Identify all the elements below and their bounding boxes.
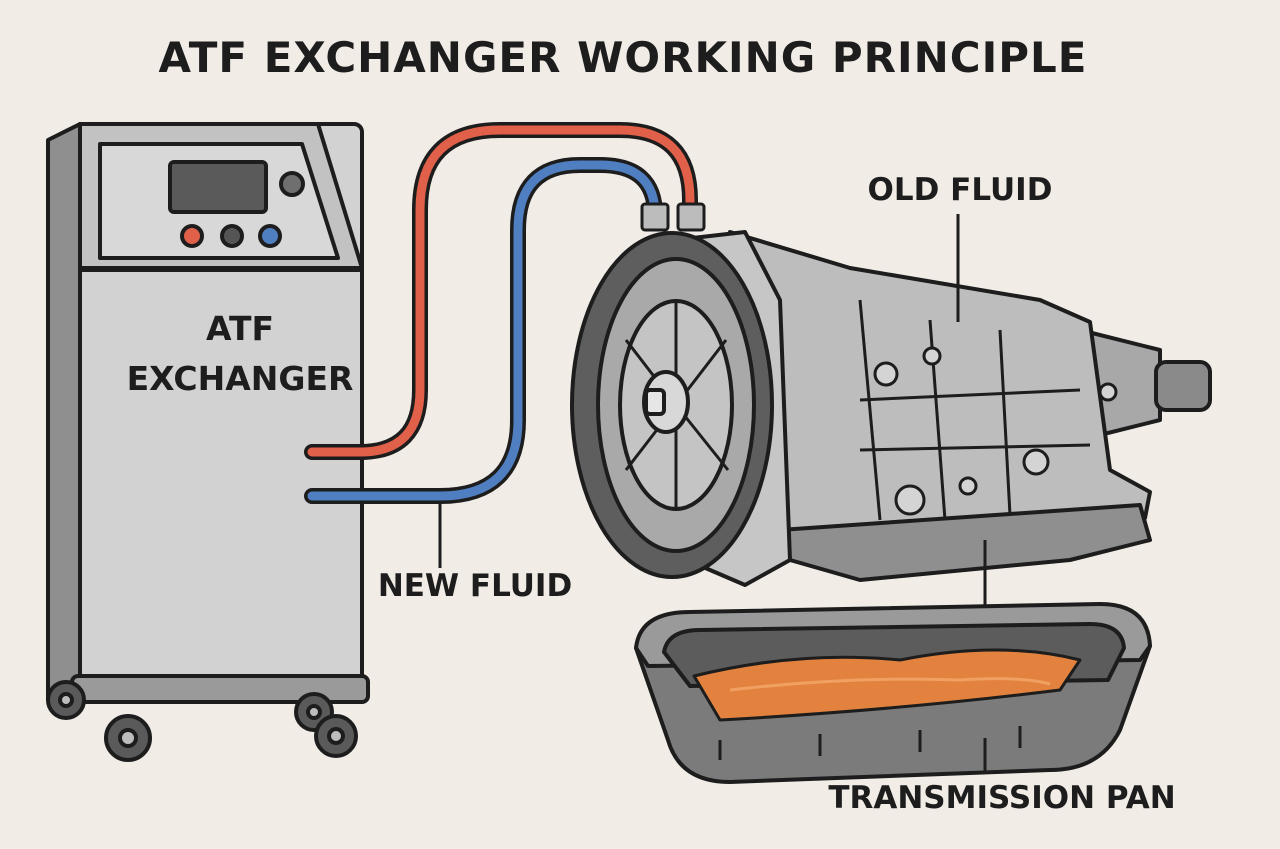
new-fluid-label: NEW FLUID bbox=[378, 568, 572, 604]
machine-label-line1: ATF bbox=[206, 309, 274, 348]
hose-fittings bbox=[640, 202, 706, 232]
drain-pan bbox=[634, 602, 1152, 784]
blue-hose bbox=[304, 157, 663, 504]
red-button-icon bbox=[180, 224, 204, 248]
old-fluid-label: OLD FLUID bbox=[868, 172, 1053, 208]
automatic-transmission bbox=[570, 230, 1212, 587]
transmission-pan-label: TRANSMISSION PAN bbox=[828, 780, 1175, 816]
knob-icon bbox=[279, 171, 305, 197]
gray-button-icon bbox=[220, 224, 244, 248]
atf-exchanger-machine bbox=[46, 122, 370, 762]
red-hose bbox=[304, 122, 698, 460]
display-screen bbox=[168, 160, 268, 214]
machine-label-line2: EXCHANGER bbox=[127, 359, 354, 398]
diagram-title: ATF EXCHANGER WORKING PRINCIPLE bbox=[159, 33, 1088, 82]
blue-button-icon bbox=[258, 224, 282, 248]
machine-wheels bbox=[46, 680, 358, 762]
